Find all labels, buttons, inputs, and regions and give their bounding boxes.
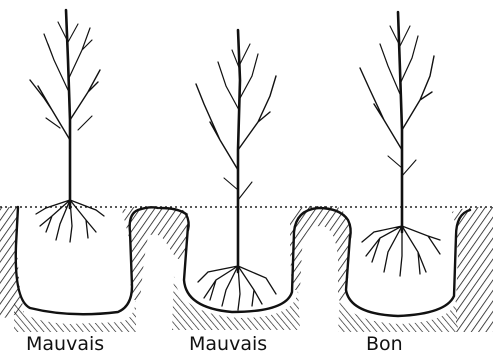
caption-bad-2: Mauvais — [189, 334, 267, 354]
tree-2 — [196, 30, 276, 310]
tree-3 — [360, 12, 440, 276]
caption-bad-1: Mauvais — [26, 334, 104, 354]
caption-good: Bon — [366, 334, 403, 354]
